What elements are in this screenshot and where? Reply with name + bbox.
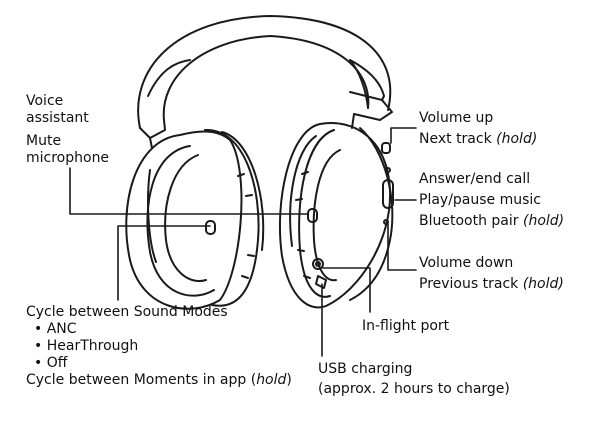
- leader-sound-modes: [117, 225, 211, 301]
- mute-microphone-label: Mute microphone: [26, 133, 109, 167]
- answer-end-call: Answer/end call: [419, 171, 531, 187]
- leader-voice-mute: [69, 167, 309, 215]
- voice-assistant-line1: Voice: [26, 93, 64, 109]
- cycle-sound-modes: Cycle between Sound Modes: [26, 304, 228, 320]
- mute-line2: microphone: [26, 150, 110, 166]
- cycle-moments-hold: hold: [256, 372, 287, 388]
- next-track: Next track (hold): [419, 131, 537, 148]
- usb-line1: USB charging: [318, 361, 413, 377]
- sound-modes-label: Cycle between Sound Modes • ANC • HearTh…: [26, 304, 292, 389]
- voice-assistant-label: Voice assistant: [26, 93, 89, 127]
- leader-volume-up: [390, 127, 417, 144]
- cycle-moments: Cycle between Moments in app (hold): [26, 372, 292, 389]
- cycle-moments-close: ): [286, 372, 292, 388]
- sound-mode-item: • HearThrough: [26, 338, 292, 355]
- previous-track: Previous track (hold): [419, 276, 564, 293]
- leader-lines: [69, 127, 417, 357]
- bullet-icon: •: [34, 338, 43, 354]
- right-yoke: [349, 59, 393, 129]
- bullet-icon: •: [34, 321, 43, 337]
- previous-track-text: Previous track: [419, 276, 519, 292]
- right-earcup: [278, 122, 394, 309]
- previous-track-hold: (hold): [522, 276, 564, 292]
- volume-up-label: Volume up Next track (hold): [419, 110, 537, 148]
- sound-mode-off: Off: [46, 355, 68, 371]
- play-pause-music: Play/pause music: [419, 192, 542, 208]
- sound-mode-anc: ANC: [46, 321, 77, 337]
- volume-down-label: Volume down Previous track (hold): [419, 255, 564, 293]
- sound-mode-item: • ANC: [26, 321, 292, 338]
- left-yoke: [139, 119, 166, 149]
- volume-up: Volume up: [419, 110, 494, 126]
- leader-inflight-port: [322, 267, 371, 313]
- headband: [137, 15, 392, 129]
- call-music-pair-label: Answer/end call Play/pause music Bluetoo…: [419, 171, 564, 230]
- cycle-moments-text: Cycle between Moments in app (: [26, 372, 257, 388]
- bluetooth-pair: Bluetooth pair (hold): [419, 213, 564, 230]
- sound-mode-item: • Off: [26, 355, 292, 372]
- next-track-text: Next track: [419, 131, 492, 147]
- mute-line1: Mute: [26, 133, 62, 149]
- volume-down: Volume down: [419, 255, 514, 271]
- next-track-hold: (hold): [496, 131, 538, 147]
- voice-assistant-line2: assistant: [26, 110, 89, 126]
- bluetooth-pair-text: Bluetooth pair: [419, 213, 519, 229]
- left-earcup: [125, 128, 265, 310]
- leader-volume-down: [387, 223, 417, 271]
- usb-line2: (approx. 2 hours to charge): [318, 381, 510, 397]
- sound-mode-hearthrough: HearThrough: [46, 338, 139, 354]
- inflight-port-label: In-flight port: [362, 318, 450, 334]
- usb-charging-label: USB charging (approx. 2 hours to charge): [318, 361, 510, 398]
- bullet-icon: •: [34, 355, 43, 371]
- bluetooth-pair-hold: (hold): [522, 213, 565, 229]
